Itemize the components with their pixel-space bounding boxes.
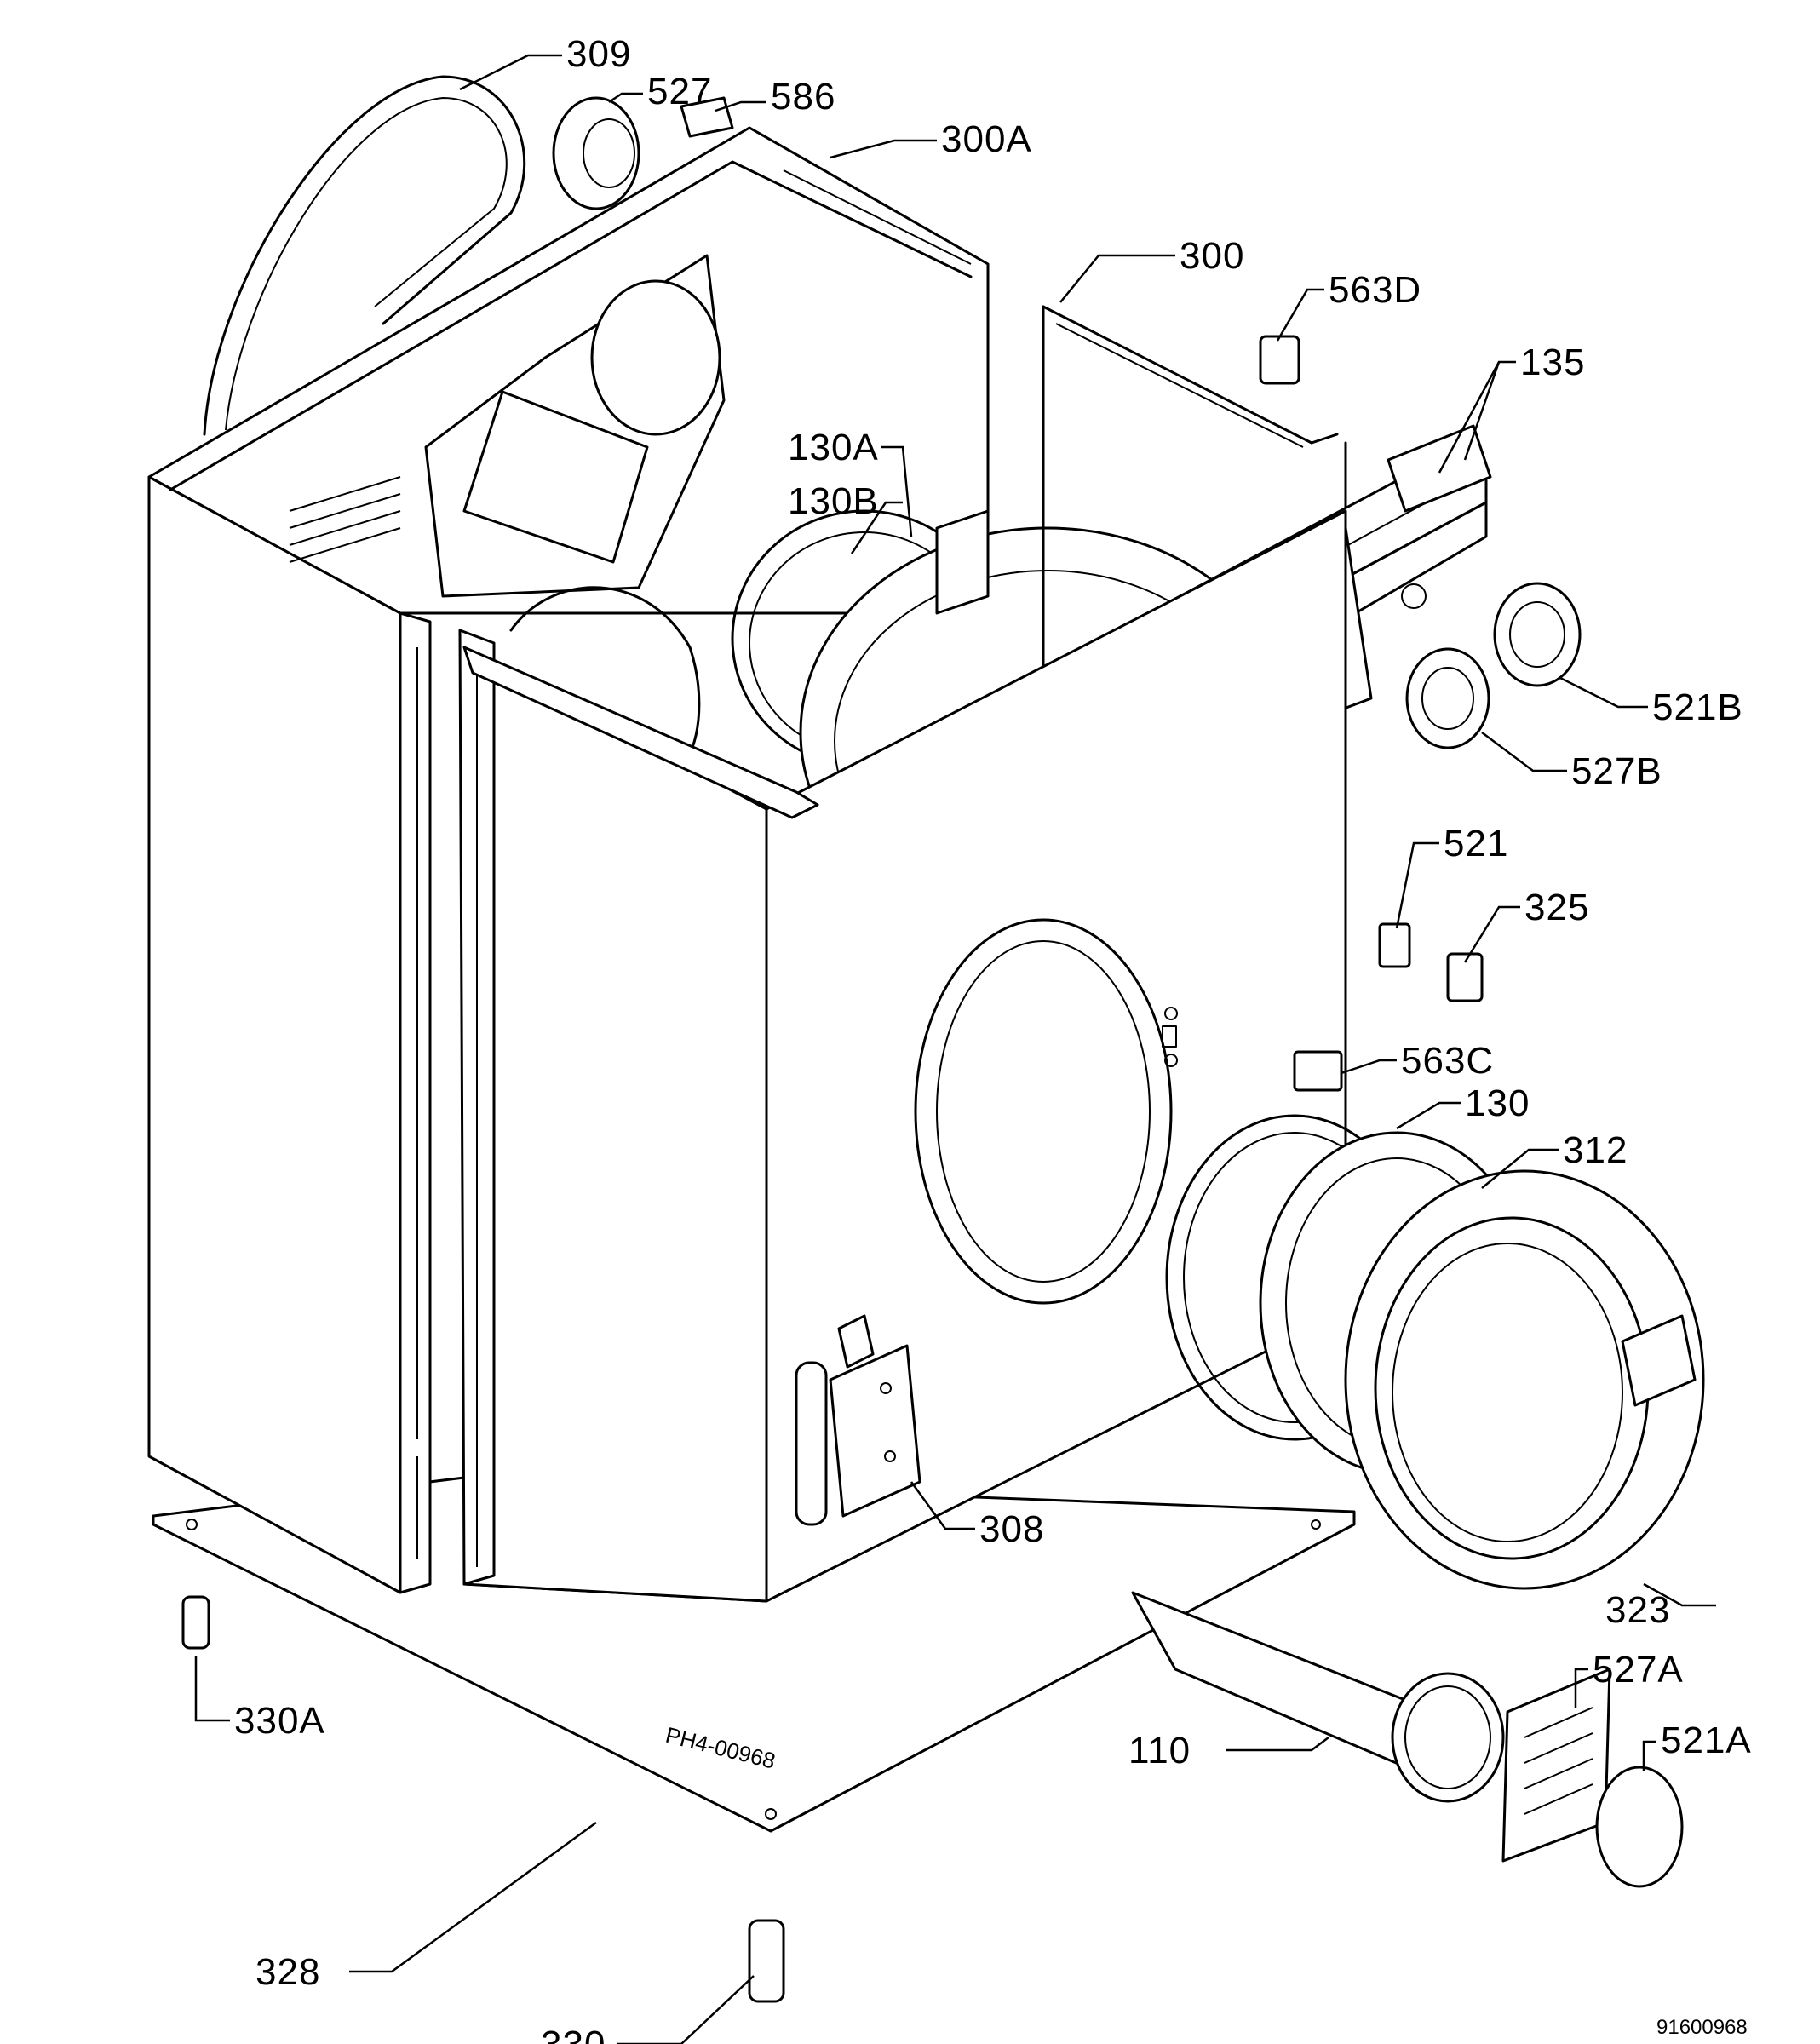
switch-563C: [1293, 1050, 1343, 1092]
button-563D: [1259, 335, 1300, 385]
label-300: 300: [1180, 235, 1244, 277]
small-parts: [181, 96, 1684, 2003]
cap-521A: [1595, 1766, 1684, 1888]
label-309: 309: [566, 33, 631, 75]
label-521B: 521B: [1652, 686, 1743, 728]
grille-527A: [1501, 1668, 1611, 1863]
label-586: 586: [771, 76, 835, 118]
label-330A: 330A: [234, 1700, 325, 1742]
label-300A: 300A: [941, 118, 1032, 160]
knob-527B: [1405, 647, 1490, 749]
label-323: 323: [1605, 1589, 1670, 1631]
foot-330A: [181, 1595, 210, 1650]
label-130: 130: [1465, 1082, 1530, 1124]
label-527A: 527A: [1593, 1649, 1684, 1691]
label-328: 328: [255, 1951, 320, 1993]
label-563C: 563C: [1401, 1040, 1494, 1082]
label-110: 110: [1128, 1730, 1191, 1771]
part-labels: 309 527 586 300A 300 563D 135 130A 130B …: [234, 33, 1752, 2044]
rear-gasket-309: [203, 75, 526, 436]
pipe-110: [1131, 1591, 1505, 1803]
switch-325: [1446, 952, 1484, 1002]
knob-527: [552, 96, 640, 210]
label-130B: 130B: [788, 480, 879, 522]
label-308: 308: [979, 1508, 1044, 1550]
label-135: 135: [1520, 342, 1585, 383]
front-panel: [458, 509, 1347, 1603]
rear-frame-300A: [147, 126, 990, 615]
label-527B: 527B: [1571, 750, 1662, 792]
label-527: 527: [647, 71, 712, 112]
label-330: 330: [541, 2024, 606, 2044]
leader-lines: [194, 54, 1716, 2044]
label-312: 312: [1563, 1129, 1628, 1171]
label-130A: 130A: [788, 427, 879, 468]
knob-521B: [1493, 582, 1582, 687]
clip-586: [680, 96, 734, 138]
label-325: 325: [1524, 887, 1589, 928]
door-assembly: [1165, 1114, 1705, 1590]
label-563D: 563D: [1329, 269, 1421, 311]
foot-330: [748, 1919, 785, 2003]
label-521: 521: [1444, 823, 1508, 864]
side-panel-left: [147, 475, 432, 1594]
door-hinge-308: [795, 1314, 921, 1526]
drawing-number: 91600968: [1656, 2016, 1748, 2039]
switch-521: [1378, 922, 1411, 968]
label-521A: 521A: [1661, 1720, 1752, 1761]
